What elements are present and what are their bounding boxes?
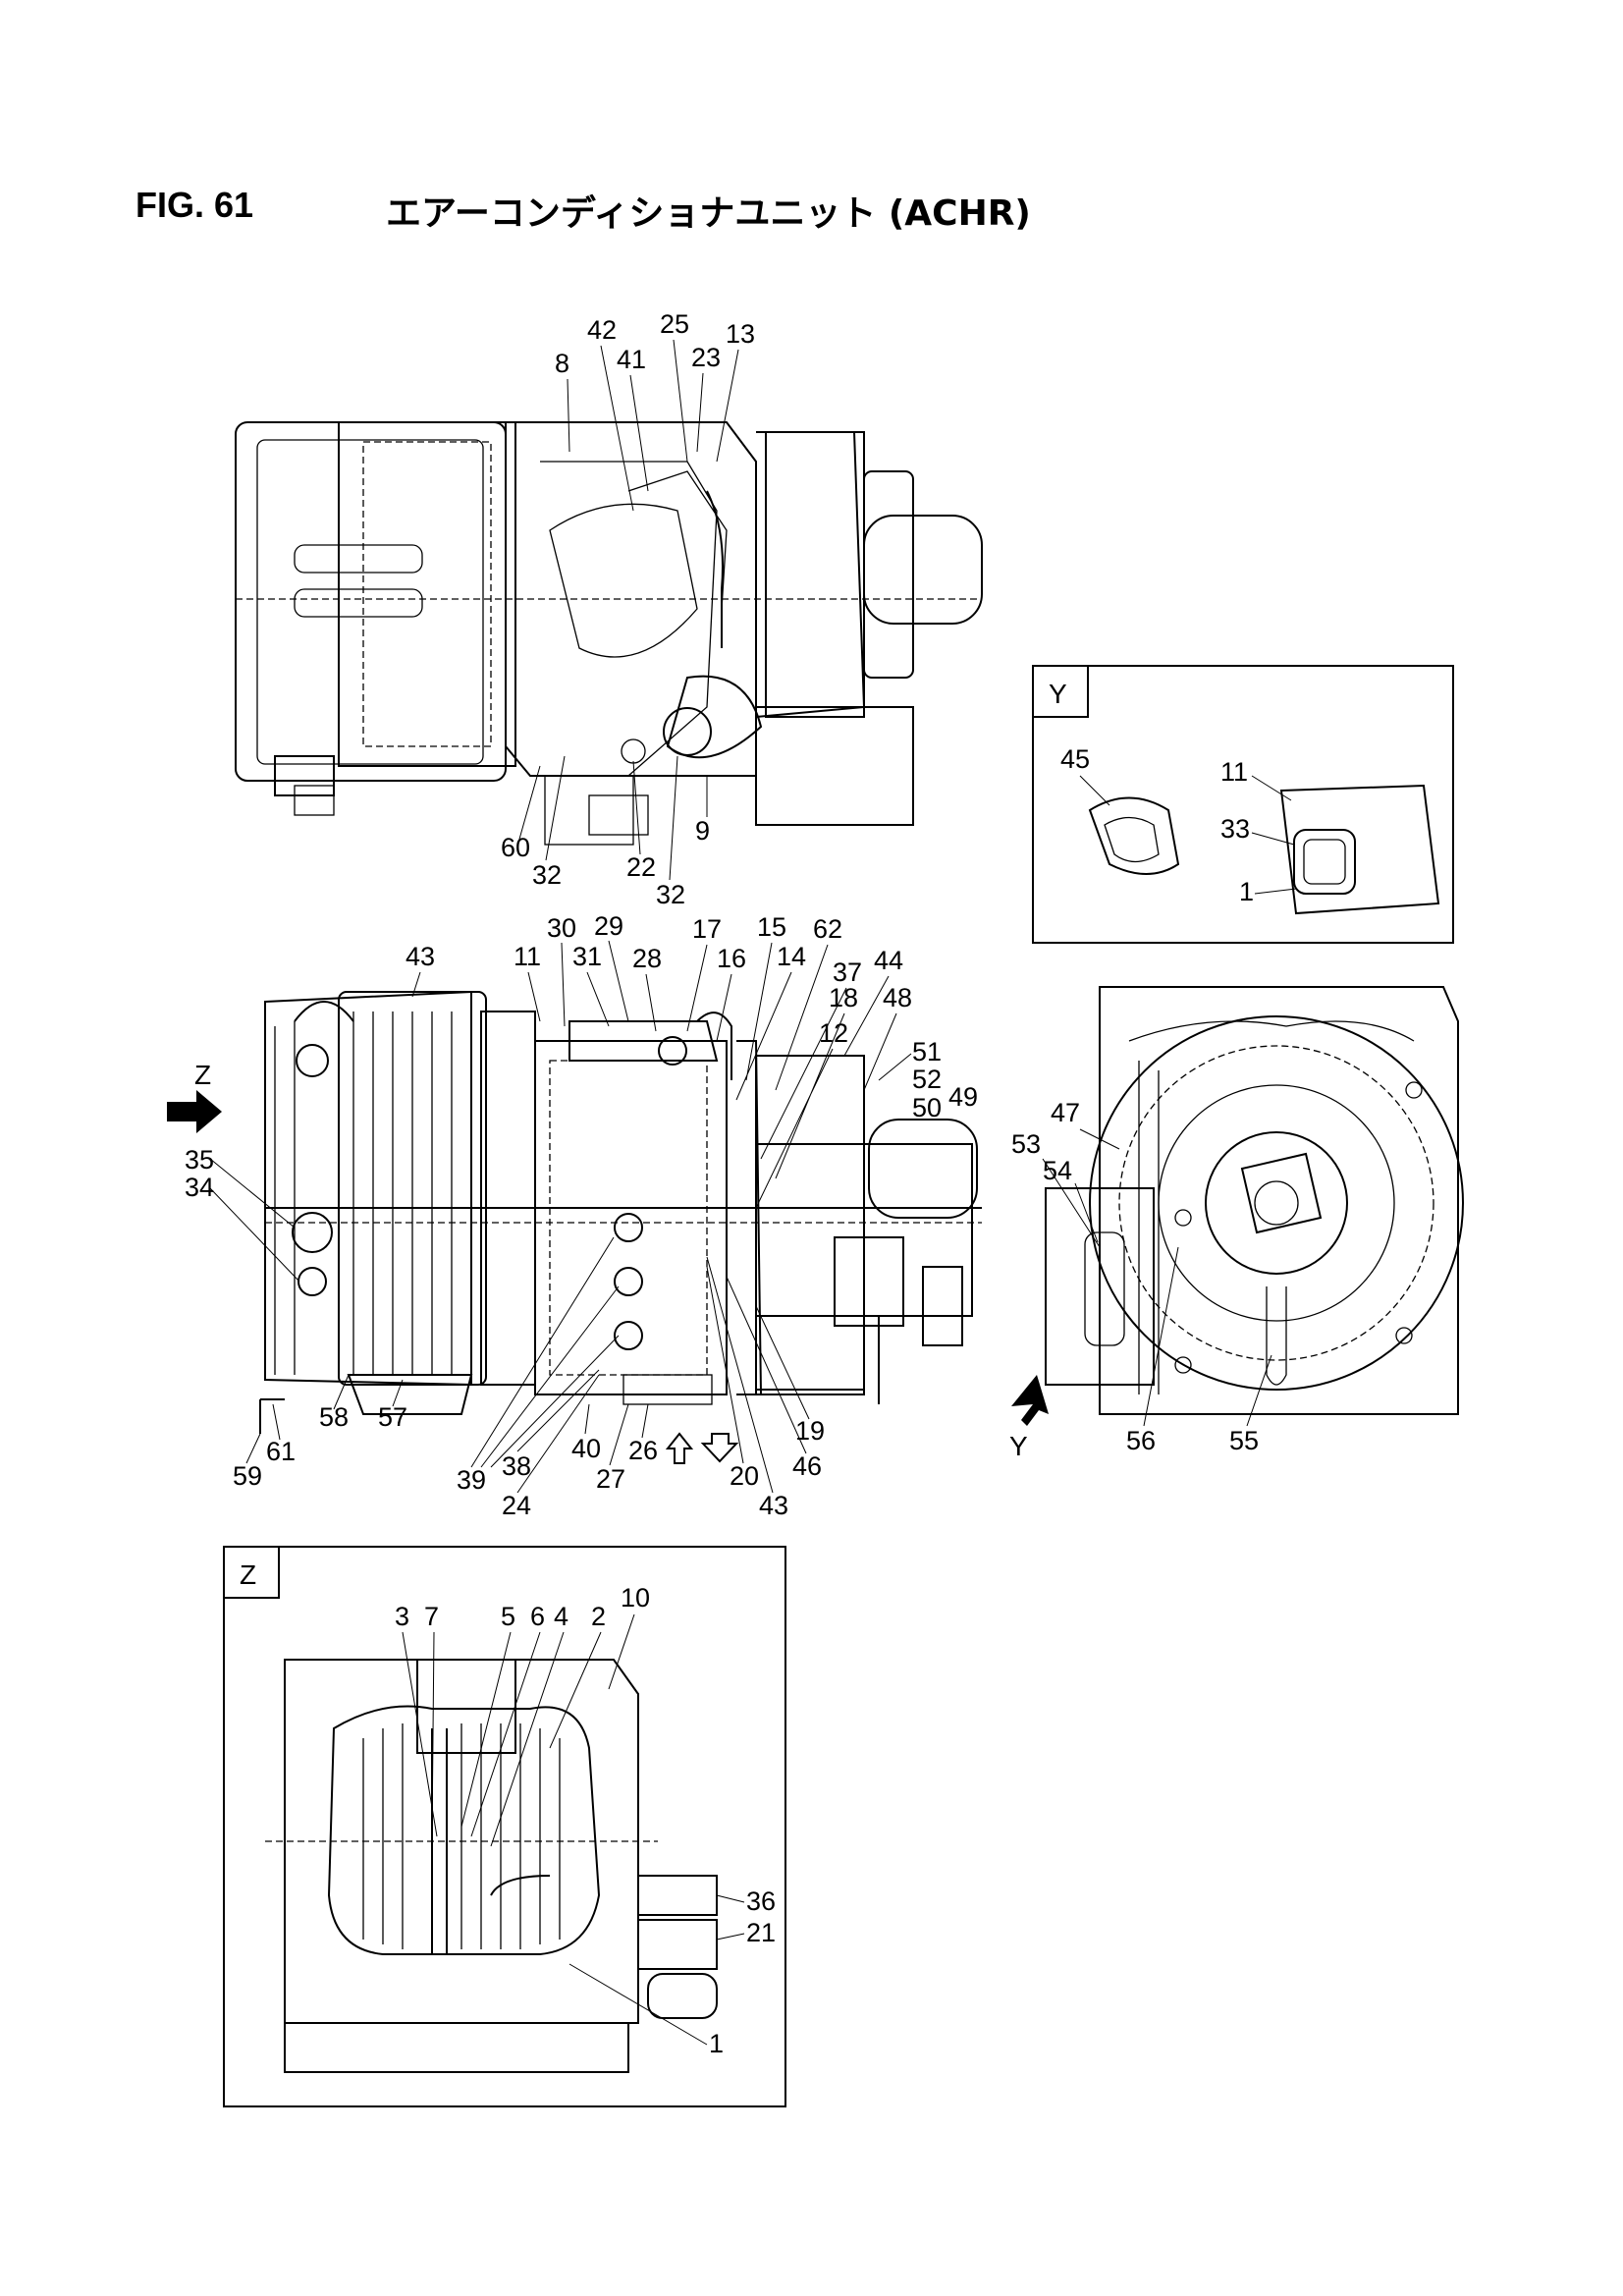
callout: 10 [621, 1583, 650, 1613]
callout: 40 [571, 1434, 601, 1463]
y-direction-label: Y [1009, 1431, 1028, 1461]
callout: 47 [1051, 1098, 1080, 1127]
callout: 20 [730, 1461, 759, 1491]
callout: 32 [656, 880, 685, 909]
callout: 11 [1220, 757, 1248, 787]
callout: 1 [709, 2029, 724, 2058]
callout: 16 [717, 944, 746, 973]
callout: 1 [1239, 877, 1254, 906]
callout: 11 [514, 942, 541, 971]
callout: 8 [555, 349, 569, 378]
hollow-arrow-down-icon [700, 1433, 739, 1463]
callout: 24 [502, 1491, 531, 1520]
callout: 26 [628, 1436, 658, 1465]
callout: 28 [632, 944, 662, 973]
callout: 58 [319, 1402, 349, 1432]
callout: 19 [795, 1416, 825, 1446]
callout: 49 [948, 1082, 978, 1112]
callout: 29 [594, 911, 623, 941]
callout: 48 [883, 983, 912, 1012]
callout: 45 [1060, 744, 1090, 774]
callout: 46 [792, 1451, 822, 1481]
callout: 59 [233, 1461, 262, 1491]
hollow-arrow-up-icon [665, 1432, 694, 1464]
callout: 57 [378, 1402, 407, 1432]
callout: 53 [1011, 1129, 1041, 1159]
callout: 31 [572, 942, 602, 971]
side-view [259, 990, 982, 1434]
callout: 35 [185, 1145, 214, 1175]
callout: 34 [185, 1173, 214, 1202]
front-view-callouts: 47 53 54 56 55 [1011, 1098, 1272, 1455]
callout: 15 [757, 912, 786, 942]
top-view-callouts: 42 25 13 8 41 23 60 32 22 32 9 [501, 309, 755, 909]
callout: 5 [501, 1602, 515, 1631]
callout: 18 [829, 983, 858, 1012]
callout: 17 [692, 914, 722, 944]
callout: 50 [912, 1093, 942, 1122]
callout: 33 [1220, 814, 1250, 844]
detail-z-title: Z [240, 1559, 256, 1590]
callout: 43 [406, 942, 435, 971]
callout: 44 [874, 946, 903, 975]
front-view [1045, 986, 1464, 1415]
detail-z-box: Z [223, 1546, 786, 2107]
callout: 36 [746, 1886, 776, 1916]
callout: 52 [912, 1065, 942, 1094]
callout: 7 [424, 1602, 439, 1631]
side-view-callouts: 43 30 29 17 15 62 11 31 28 16 14 37 44 1… [185, 911, 978, 1520]
callout: 25 [660, 309, 689, 339]
callout: 9 [695, 816, 710, 846]
callout: 30 [547, 913, 576, 943]
callout: 4 [554, 1602, 568, 1631]
callout: 38 [502, 1451, 531, 1481]
callout: 39 [457, 1465, 486, 1495]
callout: 61 [266, 1437, 296, 1466]
detail-y-title: Y [1049, 679, 1067, 709]
detail-z-callouts: 3 7 5 6 4 2 10 36 21 1 [395, 1583, 776, 2058]
callout: 62 [813, 914, 842, 944]
top-view [235, 421, 983, 846]
callout: 3 [395, 1602, 409, 1631]
callout: 43 [759, 1491, 788, 1520]
callout: 6 [530, 1602, 545, 1631]
callout: 42 [587, 315, 617, 345]
callout: 37 [833, 957, 862, 987]
callout: 55 [1229, 1426, 1259, 1455]
z-direction-label: Z [194, 1060, 211, 1090]
z-direction-indicator: Z [167, 1060, 222, 1133]
callout: 54 [1043, 1156, 1072, 1185]
figure-number: FIG. 61 [135, 185, 254, 225]
callout: 32 [532, 860, 562, 890]
callout: 41 [617, 345, 646, 374]
y-direction-indicator: Y [1009, 1375, 1049, 1461]
detail-y-callouts: 45 11 33 1 [1060, 744, 1297, 906]
callout: 22 [626, 852, 656, 882]
callout: 56 [1126, 1426, 1156, 1455]
arrow-up-icon [1011, 1375, 1049, 1426]
callout: 2 [591, 1602, 606, 1631]
callout: 27 [596, 1464, 625, 1494]
callout: 21 [746, 1918, 776, 1947]
callout: 14 [777, 942, 806, 971]
arrow-right-icon [167, 1090, 222, 1133]
callout: 51 [912, 1037, 942, 1066]
callout: 60 [501, 833, 530, 862]
callout: 13 [726, 319, 755, 349]
detail-y-box: Y [1032, 665, 1454, 944]
callout: 23 [691, 343, 721, 372]
figure-title: エアーコンディショナユニット (ACHR) [386, 193, 1031, 234]
